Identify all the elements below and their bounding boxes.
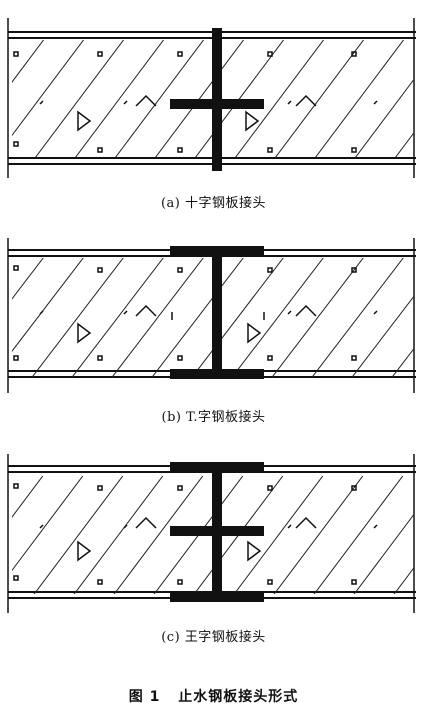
caption-a: (a) 十字钢板接头 xyxy=(160,196,267,211)
steel-plate-middle-flange xyxy=(170,526,264,536)
caption-c: (c) 王字钢板接头 xyxy=(161,630,266,645)
panel-a xyxy=(0,8,427,178)
figure-title-text: 止水钢板接头形式 xyxy=(178,689,299,705)
steel-plate-web xyxy=(212,246,222,379)
figure-title: 图 1 止水钢板接头形式 xyxy=(0,686,427,706)
king-joint-diagram xyxy=(7,454,416,613)
aggregate-marks xyxy=(13,483,378,585)
steel-plate-flange xyxy=(170,99,264,109)
caption-b: (b) T.字钢板接头 xyxy=(161,410,266,425)
panel-b xyxy=(0,228,427,398)
cross-joint-diagram xyxy=(7,18,416,178)
concrete-hatching xyxy=(12,40,414,158)
aggregate-marks xyxy=(13,265,378,361)
panel-c xyxy=(0,448,427,618)
t-joint-diagram xyxy=(7,238,416,393)
steel-plate-t xyxy=(170,246,264,379)
steel-plate-bottom-flange xyxy=(170,369,264,379)
steel-plate-bottom-flange xyxy=(170,592,264,602)
concrete-hatching xyxy=(12,258,414,378)
figure-number: 图 1 xyxy=(128,689,161,705)
aggregate-marks xyxy=(13,51,378,153)
steel-plate-king xyxy=(170,462,264,602)
steel-plate-cross xyxy=(170,28,264,171)
concrete-hatching xyxy=(12,476,414,594)
